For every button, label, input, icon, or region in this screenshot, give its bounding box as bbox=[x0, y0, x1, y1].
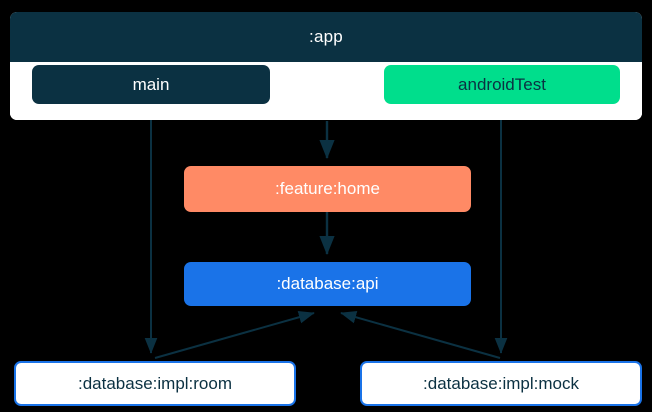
node-androidtest[interactable]: androidTest bbox=[384, 65, 620, 104]
node-database-api[interactable]: :database:api bbox=[184, 262, 471, 306]
cluster-app-title: :app bbox=[10, 12, 642, 62]
edge-database-impl-mock-to-database-api bbox=[340, 310, 501, 359]
node-feature-home[interactable]: :feature:home bbox=[184, 166, 471, 212]
cluster-app-body: main androidTest bbox=[10, 62, 642, 120]
edge-database-impl-room-to-database-api bbox=[154, 310, 315, 359]
node-database-impl-mock[interactable]: :database:impl:mock bbox=[360, 361, 642, 406]
node-database-impl-room[interactable]: :database:impl:room bbox=[14, 361, 296, 406]
node-main[interactable]: main bbox=[32, 65, 270, 104]
cluster-app[interactable]: :app main androidTest bbox=[10, 12, 642, 120]
